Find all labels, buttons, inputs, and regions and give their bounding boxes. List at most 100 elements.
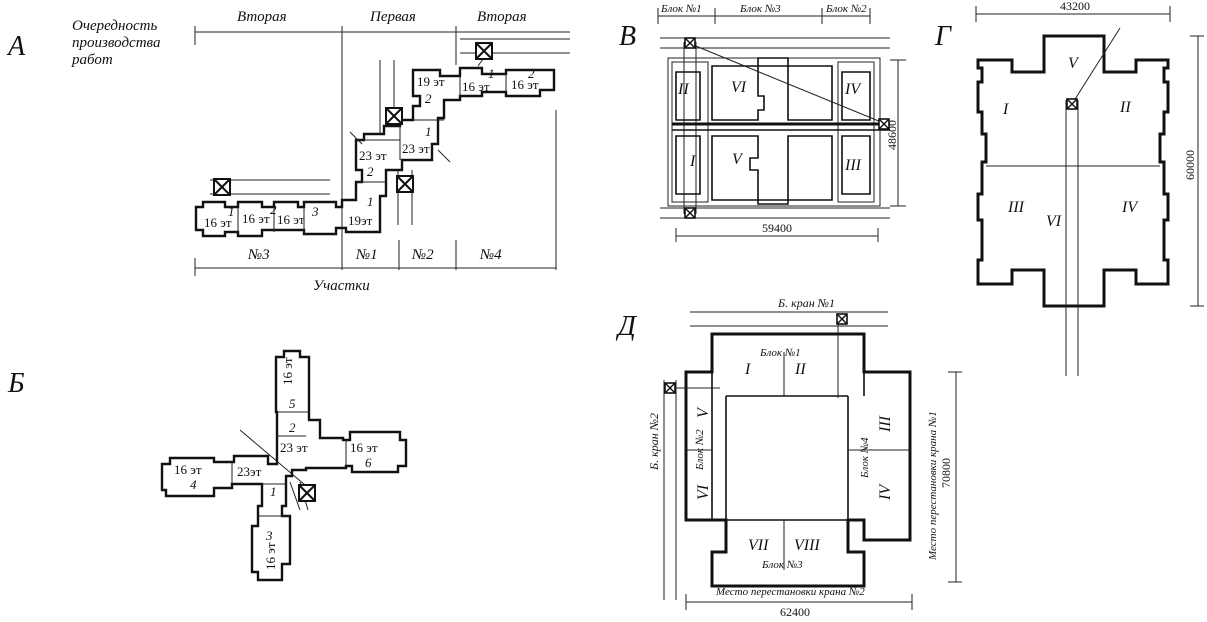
section-a-9-floors: 16 эт bbox=[511, 77, 539, 92]
site-label-3: №2 bbox=[411, 247, 434, 263]
g-zone-I: I bbox=[1002, 101, 1009, 118]
d-dim-height: 70800 bbox=[939, 458, 953, 488]
tower-crane-icon bbox=[684, 37, 696, 49]
panel-a: А Очередность производства работ Вторая … bbox=[6, 9, 570, 294]
d-dim-width: 62400 bbox=[780, 605, 810, 619]
panel-b-letter: Б bbox=[7, 368, 25, 399]
queue-caption-line3: работ bbox=[71, 52, 113, 68]
building-a-outline bbox=[194, 66, 556, 238]
wing-b-2-num: 2 bbox=[289, 420, 296, 435]
panel-a-letter: А bbox=[6, 31, 26, 62]
v-zone-VI: VI bbox=[731, 79, 747, 96]
section-a-3-floors: 16 эт bbox=[277, 212, 305, 227]
g-zone-III: III bbox=[1007, 199, 1025, 216]
d-crane1-place: Место перестановки крана №1 bbox=[927, 411, 939, 561]
wing-b-5-num: 5 bbox=[289, 396, 296, 411]
building-g-outline bbox=[976, 34, 1170, 308]
section-a-4-num: 1 bbox=[367, 194, 374, 209]
queue-label-1: Вторая bbox=[237, 9, 287, 25]
d-block-4: Блок №4 bbox=[859, 437, 871, 479]
d-zone-VI: VI bbox=[695, 484, 712, 500]
site-label-4: №4 bbox=[479, 247, 502, 263]
queue-caption: Очередность производства работ bbox=[71, 18, 164, 68]
building-d-outline bbox=[684, 332, 912, 588]
site-label-2: №1 bbox=[355, 247, 378, 263]
section-a-7-num: 2 bbox=[425, 91, 432, 106]
queue-label-3: Вторая bbox=[477, 9, 527, 25]
g-zone-V: V bbox=[1068, 55, 1080, 72]
section-a-2-num: 2 bbox=[270, 202, 277, 217]
d-zone-III: III bbox=[877, 415, 894, 433]
section-a-1-floors: 16 эт bbox=[204, 215, 232, 230]
wing-b-4-floors: 16 эт bbox=[174, 462, 202, 477]
panel-d: Д Б. кран №1 Б. кран №2 Блок №1 Блок №2 … bbox=[615, 296, 962, 619]
panel-v: В Блок №1 Блок №3 Блок №2 bbox=[619, 3, 906, 242]
site-label-1: №3 bbox=[247, 247, 270, 263]
v-zone-IV: IV bbox=[844, 81, 862, 98]
d-zone-II: II bbox=[794, 361, 806, 378]
tower-crane-icon bbox=[1066, 98, 1078, 110]
v-zone-II: II bbox=[677, 81, 689, 98]
d-crane2-label: Б. кран №2 bbox=[647, 413, 661, 471]
queue-label-2: Первая bbox=[369, 9, 416, 25]
queue-caption-line1: Очередность bbox=[72, 18, 157, 34]
tower-crane-icon bbox=[664, 382, 676, 394]
v-dim-height: 48600 bbox=[885, 120, 899, 150]
panel-v-letter: В bbox=[619, 21, 636, 52]
v-block-3: Блок №3 bbox=[739, 3, 781, 15]
wing-b-3-floors: 16 эт bbox=[263, 542, 278, 570]
g-dim-width: 43200 bbox=[1060, 0, 1090, 13]
d-zone-V: V bbox=[695, 406, 712, 418]
sites-caption: Участки bbox=[313, 278, 370, 294]
tower-crane-icon bbox=[684, 207, 696, 219]
v-dim-width: 59400 bbox=[762, 221, 792, 235]
d-crane1-label: Б. кран №1 bbox=[777, 296, 835, 310]
v-block-2: Блок №2 bbox=[825, 3, 867, 15]
section-a-5-floors: 23 эт bbox=[359, 148, 387, 163]
tower-crane-icon bbox=[385, 107, 403, 125]
d-block-2: Блок №2 bbox=[694, 429, 706, 471]
wing-b-6-floors: 16 эт bbox=[350, 440, 378, 455]
tower-crane-icon bbox=[298, 484, 316, 502]
section-a-3-num: 3 bbox=[311, 204, 319, 219]
panel-g: Г 43200 V I II III VI IV 60000 bbox=[934, 0, 1204, 376]
wing-b-4-num: 4 bbox=[190, 477, 197, 492]
tower-crane-icon bbox=[836, 313, 848, 325]
wing-b-5-floors: 16 эт bbox=[280, 357, 295, 385]
wing-b-6-num: 6 bbox=[365, 455, 372, 470]
section-a-5-num: 2 bbox=[367, 164, 374, 179]
section-a-9-num: 2 bbox=[528, 66, 535, 81]
panel-d-letter: Д bbox=[615, 311, 638, 342]
tower-crane-icon bbox=[213, 178, 231, 196]
d-block-3: Блок №3 bbox=[761, 559, 803, 571]
section-a-6-num: 1 bbox=[425, 124, 432, 139]
section-a-2-floors: 16 эт bbox=[242, 211, 270, 226]
d-block-1: Блок №1 bbox=[759, 347, 801, 359]
d-zone-I: I bbox=[744, 361, 751, 378]
wing-b-2-floors: 23 эт bbox=[280, 440, 308, 455]
wing-b-3-num: 3 bbox=[265, 528, 273, 543]
tower-crane-icon bbox=[396, 175, 414, 193]
v-zone-III: III bbox=[844, 157, 862, 174]
g-dim-height: 60000 bbox=[1183, 150, 1197, 180]
d-zone-VII: VII bbox=[748, 537, 769, 554]
wing-b-1-num: 1 bbox=[270, 484, 277, 499]
g-zone-II: II bbox=[1119, 99, 1131, 116]
section-a-7-floors: 19 эт bbox=[417, 74, 445, 89]
section-a-4-floors: 19эт bbox=[348, 213, 373, 228]
queue-caption-line2: производства bbox=[72, 35, 160, 51]
section-a-1-num: 1 bbox=[228, 204, 235, 219]
d-crane2-place: Место перестановки крана №2 bbox=[715, 586, 865, 598]
panel-b: Б 16 эт 5 2 23 эт 16 эт 6 16 эт 4 23эт 1… bbox=[7, 349, 408, 582]
section-a-8-num: 1 bbox=[488, 66, 495, 81]
v-zone-V: V bbox=[732, 151, 744, 168]
section-a-6-floors: 23 эт bbox=[402, 141, 430, 156]
tower-crane-icon bbox=[475, 42, 493, 60]
wing-b-1-floors: 23эт bbox=[237, 464, 262, 479]
g-zone-IV: IV bbox=[1121, 199, 1139, 216]
d-zone-VIII: VIII bbox=[794, 537, 820, 554]
v-block-1: Блок №1 bbox=[660, 3, 702, 15]
section-a-8-floors: 16 эт bbox=[462, 79, 490, 94]
